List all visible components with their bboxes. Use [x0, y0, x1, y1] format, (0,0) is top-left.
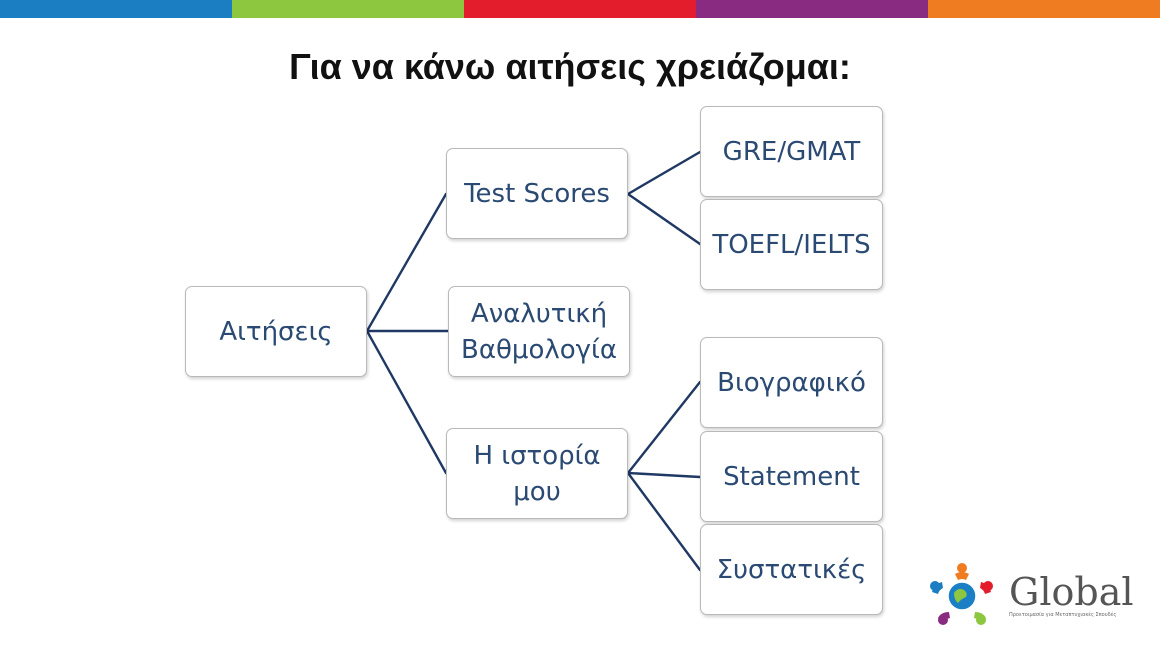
node-references: Συστατικές	[700, 524, 883, 615]
node-my-story: Η ιστορία μου	[446, 428, 628, 519]
node-test-scores: Test Scores	[446, 148, 628, 239]
connector-my-story-cv	[626, 380, 702, 475]
top-bar-segment-green	[232, 0, 464, 18]
top-bar-segment-purple	[696, 0, 928, 18]
connector-my-story-references	[626, 471, 702, 572]
node-cv: Βιογραφικό	[700, 337, 883, 428]
global-logo: Global Προετοιμασία για Μεταπτυχιακές Σπ…	[925, 560, 1134, 632]
node-transcript: Αναλυτική Βαθμολογία	[448, 286, 630, 377]
top-bar-segment-red	[464, 0, 696, 18]
slide-title: Για να κάνω αιτήσεις χρειάζομαι:	[289, 46, 851, 87]
people-circle-globe-icon	[930, 563, 993, 625]
connector-my-story-statement	[626, 471, 702, 479]
top-bar-segment-blue	[0, 0, 232, 18]
top-color-bar	[0, 0, 1160, 18]
connector-test-scores-toefl	[626, 192, 702, 246]
node-statement: Statement	[700, 431, 883, 522]
connector-test-scores-gre	[626, 150, 702, 196]
logo-wordmark: Global	[1009, 570, 1134, 614]
node-gre-gmat: GRE/GMAT	[700, 106, 883, 197]
connector-root-test-scores	[365, 192, 448, 333]
connector-root-my-story	[365, 329, 448, 475]
top-bar-segment-orange	[928, 0, 1160, 18]
node-toefl-ielts: TOEFL/IELTS	[700, 199, 883, 290]
logo-tagline: Προετοιμασία για Μεταπτυχιακές Σπουδές	[1009, 612, 1117, 618]
node-root-applications: Αιτήσεις	[185, 286, 367, 377]
